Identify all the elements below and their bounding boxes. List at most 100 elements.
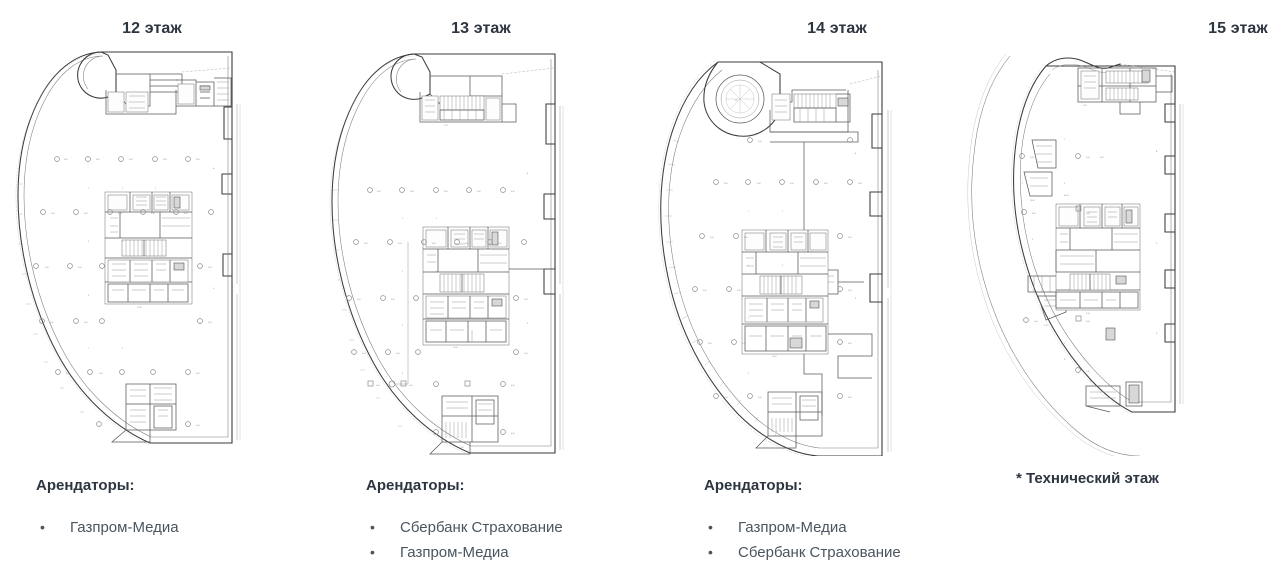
svg-text:6.00: 6.00 <box>118 213 122 215</box>
lower-service-block-12 <box>110 383 177 443</box>
svg-text:11.60: 11.60 <box>772 356 777 358</box>
svg-text:4.50: 4.50 <box>848 237 852 239</box>
tenant-name: Газпром-Медиа <box>738 519 847 536</box>
svg-text:6.00: 6.00 <box>511 433 515 435</box>
svg-text:6.00: 6.00 <box>398 243 402 245</box>
svg-text:46.00: 46.00 <box>1064 195 1069 197</box>
svg-text:6.00: 6.00 <box>1086 371 1090 373</box>
svg-text:4.50: 4.50 <box>524 353 528 355</box>
svg-text:6: 6 <box>748 373 749 375</box>
svg-text:В: В <box>1156 333 1158 335</box>
svg-text:Б: Б <box>527 323 529 325</box>
svg-text:6.00: 6.00 <box>465 243 469 245</box>
floor-title-13: 13 этаж <box>451 20 511 37</box>
bottom-block-15: 2.80 <box>1085 381 1143 413</box>
svg-text:6.00: 6.00 <box>99 373 103 375</box>
svg-text:6.00: 6.00 <box>50 322 54 324</box>
svg-text:6.00: 6.00 <box>790 183 794 185</box>
svg-text:6.00: 6.00 <box>84 213 88 215</box>
floor-title-14: 14 этаж <box>807 20 867 37</box>
svg-text:3: 3 <box>748 265 749 267</box>
svg-text:4: 4 <box>782 265 783 267</box>
svg-text:Б: Б <box>855 298 857 300</box>
floor-plan-15: 2.90 10.80 6.40 <box>960 44 1280 456</box>
svg-text:2: 2 <box>122 188 123 190</box>
svg-text:6.00: 6.00 <box>824 183 828 185</box>
floor-title-12: 12 этаж <box>122 20 182 37</box>
column-grid-15 <box>1019 153 1082 373</box>
svg-text:6.00: 6.00 <box>163 159 167 161</box>
svg-text:6.00: 6.00 <box>376 385 380 387</box>
svg-text:6.00: 6.00 <box>511 385 515 387</box>
svg-text:6.00: 6.00 <box>151 213 155 215</box>
svg-text:6.00: 6.00 <box>1030 157 1034 159</box>
core-block-15: 5.90 <box>1055 203 1141 315</box>
svg-text:5: 5 <box>1064 343 1065 345</box>
svg-text:6.00: 6.00 <box>758 141 762 143</box>
svg-text:6.00: 6.00 <box>758 397 762 399</box>
svg-text:6.00: 6.00 <box>848 397 852 399</box>
svg-text:4.50: 4.50 <box>208 322 212 324</box>
svg-text:3: 3 <box>155 188 156 190</box>
svg-text:6.00: 6.00 <box>1086 157 1090 159</box>
svg-text:2.80: 2.80 <box>1090 381 1094 383</box>
floor-column-14: 14 этаж ЛК <box>650 0 970 581</box>
svg-text:6.40: 6.40 <box>1044 325 1048 327</box>
svg-text:6.00: 6.00 <box>848 343 852 345</box>
tenants-section-12: Арендаторы: • Газпром-Медиа <box>36 477 336 540</box>
svg-text:6.00: 6.00 <box>477 191 481 193</box>
core-block-12: 11.40 <box>104 191 193 309</box>
tenants-section-13: Арендаторы: • Сбербанк Страхование • Газ… <box>366 477 666 565</box>
svg-text:6.00: 6.00 <box>708 343 712 345</box>
tenants-heading-12: Арендаторы: <box>36 477 135 494</box>
floor-column-15: 15 этаж <box>960 0 1280 581</box>
svg-text:6.00: 6.00 <box>184 213 188 215</box>
lower-service-block-13: 7.20 <box>429 395 499 455</box>
dimension-marks-14: 6.00 6.00 6.00 6.00 6.00 6.00 6.00 4.50 … <box>703 141 862 399</box>
tenant-name: Газпром-Медиа <box>70 519 179 536</box>
svg-text:7.20: 7.20 <box>444 125 448 127</box>
svg-text:6.00: 6.00 <box>737 290 741 292</box>
svg-text:1: 1 <box>402 218 403 220</box>
bullet-icon: • <box>40 519 45 535</box>
svg-text:6.00: 6.00 <box>196 425 200 427</box>
svg-text:6.00: 6.00 <box>724 183 728 185</box>
svg-text:10.80: 10.80 <box>1030 200 1035 202</box>
svg-text:6.00: 6.00 <box>409 385 413 387</box>
svg-text:6.00: 6.00 <box>362 353 366 355</box>
svg-text:6: 6 <box>402 373 403 375</box>
svg-text:6.00: 6.00 <box>364 243 368 245</box>
list-item: • Сбербанк Страхование <box>366 515 666 540</box>
svg-text:6.00: 6.00 <box>377 191 381 193</box>
column-grid-14 <box>692 137 853 399</box>
svg-text:5: 5 <box>748 318 749 320</box>
svg-text:3: 3 <box>1064 183 1065 185</box>
svg-text:5: 5 <box>402 325 403 327</box>
svg-text:3: 3 <box>402 271 403 273</box>
column-grid-12 <box>33 156 214 427</box>
svg-text:4.50: 4.50 <box>208 267 212 269</box>
svg-text:7.20: 7.20 <box>460 447 464 449</box>
bullet-icon: • <box>708 544 713 560</box>
dimension-marks-13: 6.00 6.00 6.00 6.00 6.00 6.00 6.00 6.00 … <box>333 172 529 435</box>
top-service-block-15: 2.90 <box>1077 67 1173 115</box>
svg-text:Б: Б <box>213 288 215 290</box>
svg-text:6.00: 6.00 <box>703 290 707 292</box>
svg-text:6.00: 6.00 <box>45 267 49 269</box>
svg-text:6.00: 6.00 <box>196 159 200 161</box>
technical-floor-note: * Технический этаж <box>1016 470 1159 487</box>
svg-text:6.00: 6.00 <box>744 237 748 239</box>
svg-text:4.50: 4.50 <box>524 299 528 301</box>
svg-text:6.00: 6.00 <box>357 299 361 301</box>
svg-text:6.00: 6.00 <box>724 397 728 399</box>
svg-text:2: 2 <box>782 211 783 213</box>
svg-text:1: 1 <box>748 211 749 213</box>
svg-text:6.00: 6.00 <box>396 353 400 355</box>
svg-text:6.00: 6.00 <box>1100 157 1104 159</box>
svg-text:Б: Б <box>1156 243 1158 245</box>
floor-plan-12: 11.40 <box>0 44 320 456</box>
svg-text:6.00: 6.00 <box>1086 213 1090 215</box>
tenants-heading-14: Арендаторы: <box>704 477 803 494</box>
svg-text:6.00: 6.00 <box>757 183 761 185</box>
floor-title-15: 15 этаж <box>1208 20 1268 37</box>
